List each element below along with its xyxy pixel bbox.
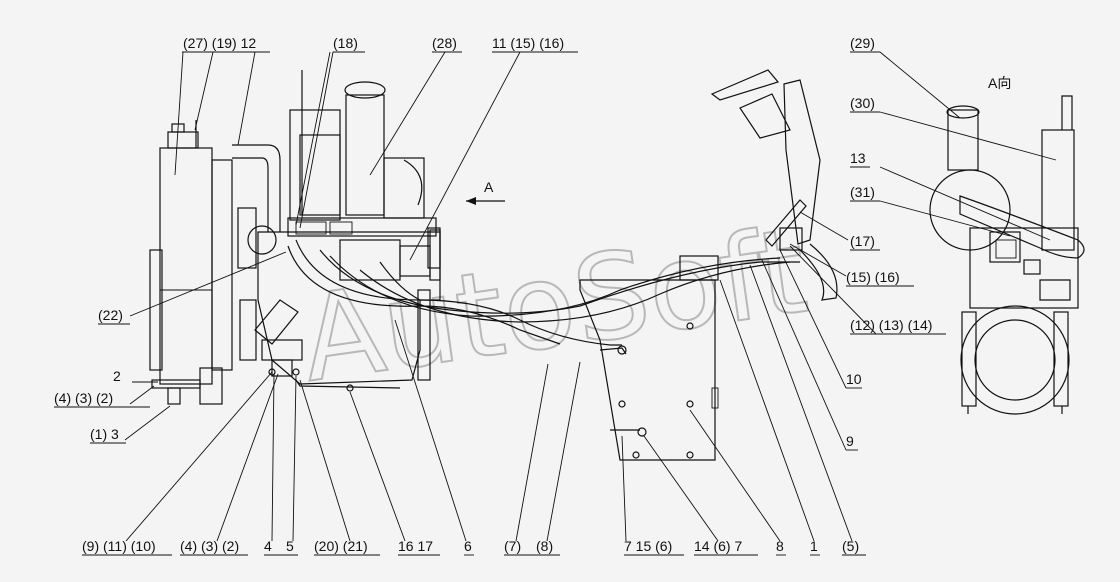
- callout-9: 9: [846, 433, 854, 449]
- callout-11-15-16: 11 (15) (16): [492, 35, 564, 51]
- callout-9-11-10: (9) (11) (10): [82, 538, 156, 554]
- callout-7: (7): [504, 538, 521, 554]
- callout-6: 6: [464, 538, 472, 554]
- label-underlines: [54, 51, 946, 556]
- callout-18: (18): [333, 35, 358, 51]
- callout-15-16: (15) (16): [846, 269, 900, 285]
- view-label: A向: [988, 75, 1011, 91]
- engine-view-a: [929, 95, 1085, 415]
- callout-31: (31): [850, 184, 875, 200]
- callout-labels: (27) (19) 12 (18) (28) 11 (15) (16) (29)…: [54, 35, 932, 554]
- callout-5b: (5): [842, 538, 859, 554]
- callout-2: 2: [113, 368, 121, 384]
- callout-28: (28): [432, 35, 457, 51]
- callout-14-6-7: 14 (6) 7: [694, 538, 742, 554]
- view-arrow: [466, 197, 505, 205]
- callout-30: (30): [850, 95, 875, 111]
- callout-8: (8): [536, 538, 553, 554]
- leader-lines: [124, 51, 1057, 542]
- callout-17: (17): [850, 233, 875, 249]
- callout-29: (29): [850, 35, 875, 51]
- callout-8b: 8: [776, 538, 784, 554]
- fuel-tank: [579, 255, 719, 461]
- callout-22: (22): [98, 307, 123, 323]
- callout-13: 13: [850, 150, 866, 166]
- callout-4-3-2-bottom: (4) (3) (2): [180, 538, 239, 554]
- radiator: [149, 120, 281, 405]
- callout-1: 1: [810, 538, 818, 554]
- callout-20-21: (20) (21): [314, 538, 368, 554]
- callout-5: 5: [286, 538, 294, 554]
- callout-12-13-14: (12) (13) (14): [850, 317, 932, 333]
- arrow-label: A: [484, 179, 494, 195]
- callout-1-3: (1) 3: [90, 426, 119, 442]
- callout-4-3-2-left: (4) (3) (2): [54, 390, 113, 406]
- callout-27-19-12: (27) (19) 12: [183, 35, 256, 51]
- callout-4: 4: [264, 538, 272, 554]
- callout-10: 10: [846, 371, 862, 387]
- engine-block: [237, 70, 791, 392]
- steering-pedal-assembly: [710, 69, 838, 301]
- callout-16-17: 16 17: [398, 538, 433, 554]
- callout-7-15-6: 7 15 (6): [624, 538, 672, 554]
